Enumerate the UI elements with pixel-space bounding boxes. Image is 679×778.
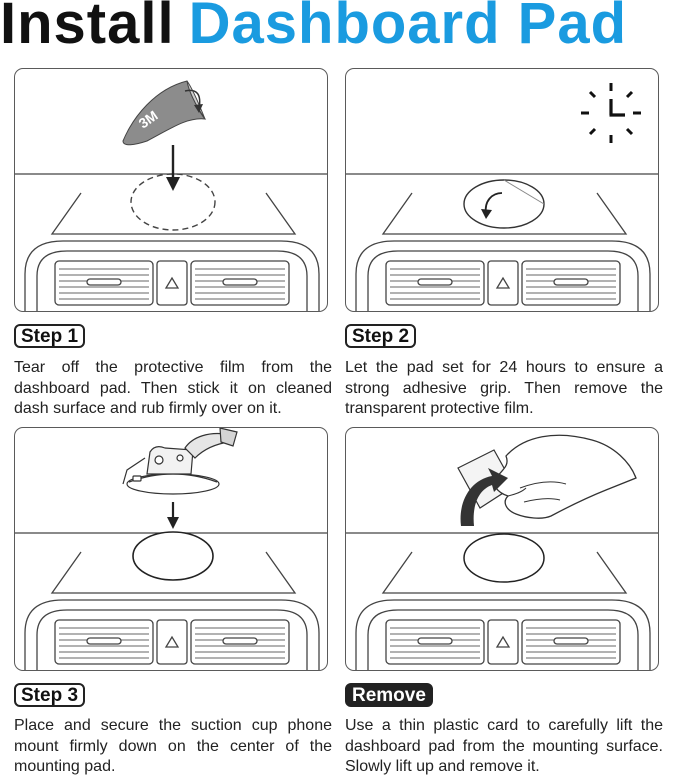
step-1-badge: Step 1 xyxy=(14,324,86,348)
clock-icon xyxy=(581,83,641,143)
remove-badge: Remove xyxy=(345,683,433,707)
step-1-illustration: 3M xyxy=(14,68,328,312)
step-3-illustration xyxy=(14,427,328,671)
step-2-description: Let the pad set for 24 hours to ensure a… xyxy=(345,359,663,417)
remove-illustration xyxy=(345,427,659,671)
step-3-badge: Step 3 xyxy=(14,683,86,707)
hand-with-card-icon xyxy=(457,434,637,526)
step-2-badge: Step 2 xyxy=(345,324,417,348)
step-3-description: Place and secure the suction cup phone m… xyxy=(14,717,332,775)
title-part-2: Dashboard Pad xyxy=(188,0,628,56)
step-2-illustration xyxy=(345,68,659,312)
remove-description: Use a thin plastic card to carefully lif… xyxy=(345,717,663,775)
title-part-1: Install xyxy=(0,0,175,56)
step-1-description: Tear off the protective film from the da… xyxy=(14,359,332,417)
suction-mount-icon xyxy=(122,428,238,495)
